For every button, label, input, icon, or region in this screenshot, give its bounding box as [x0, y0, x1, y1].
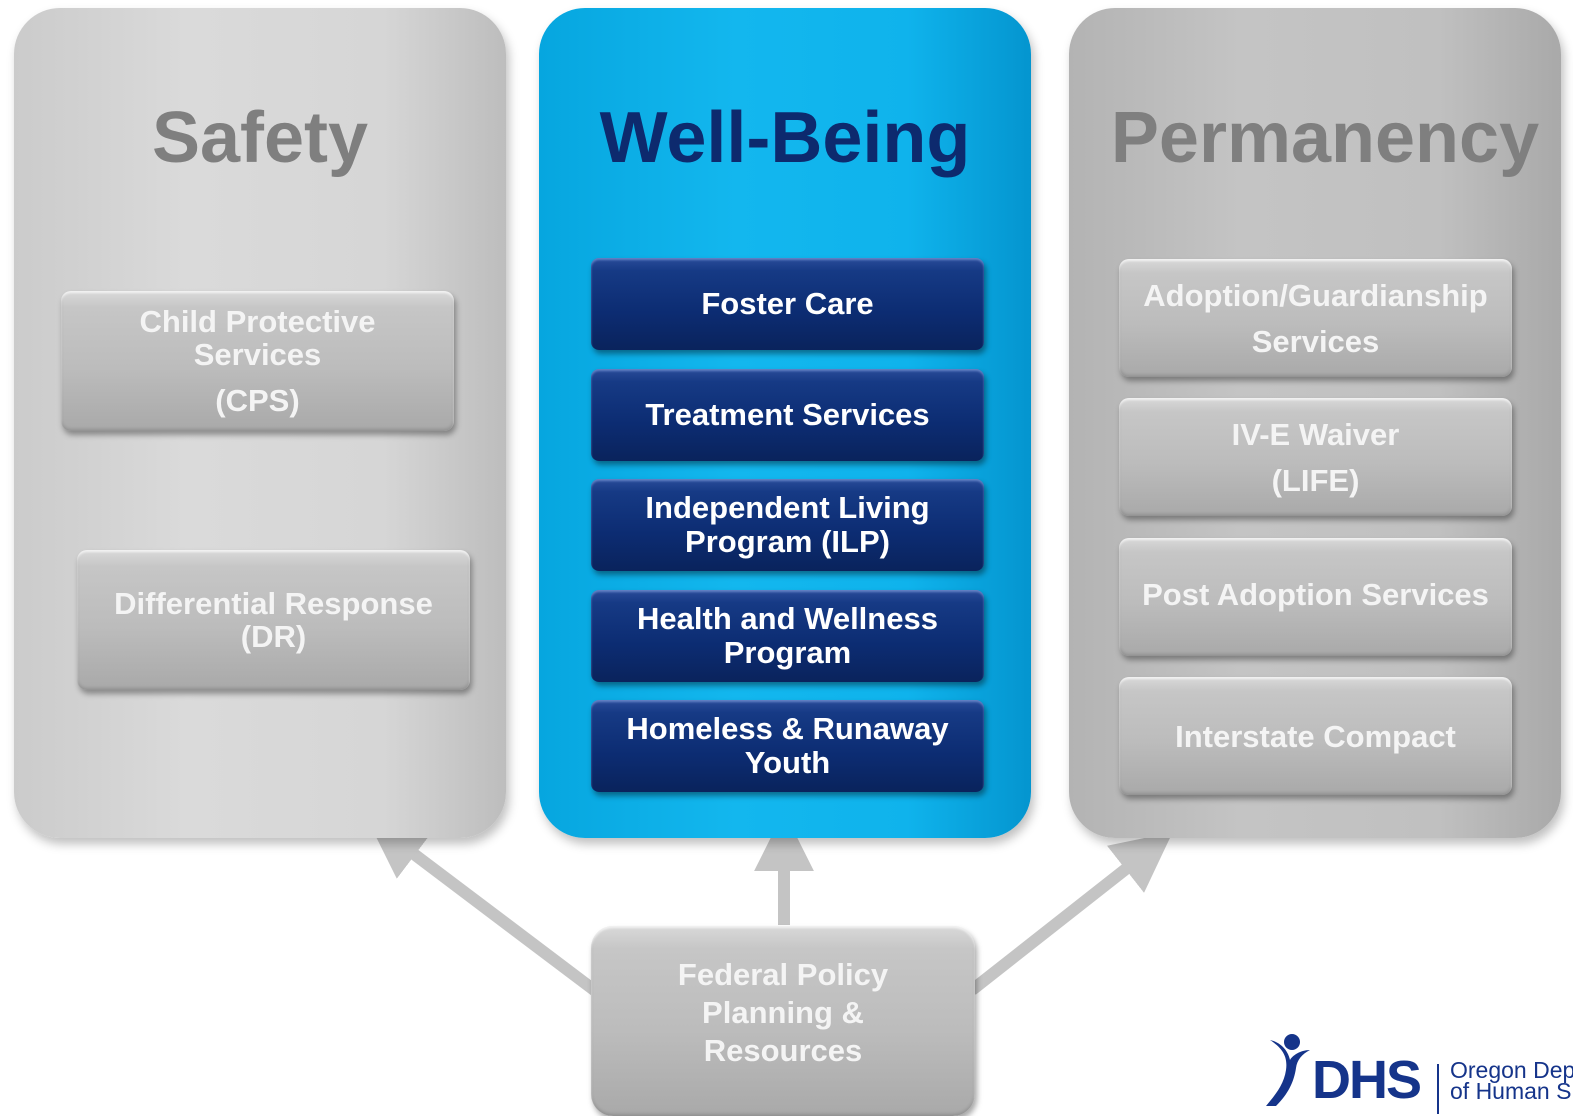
- interstate-compact-box[interactable]: Interstate Compact: [1119, 677, 1512, 795]
- box-line: Independent Living: [645, 490, 930, 525]
- box-line: Foster Care: [701, 286, 874, 321]
- box-line: IV-E Waiver: [1231, 416, 1400, 452]
- box-line: Youth: [744, 745, 831, 780]
- wellbeing-title: Well-Being: [599, 98, 971, 178]
- permanency-title: Permanency: [1110, 98, 1540, 178]
- adoption-guardianship-services-box[interactable]: Adoption/Guardianship Services: [1119, 259, 1512, 377]
- ive-waiver-life-box[interactable]: IV-E Waiver (LIFE): [1119, 398, 1512, 516]
- box-line: Differential Response: [114, 586, 433, 621]
- differential-response-box[interactable]: Differential Response (DR): [77, 550, 470, 690]
- logo-org-line-2: of Human S: [1450, 1078, 1572, 1104]
- safety-column: Safety Child Protective Services (CPS) D…: [14, 8, 506, 838]
- wellbeing-column: Well-Being Foster Care Treatment Service…: [539, 8, 1031, 838]
- logo-divider: [1437, 1064, 1439, 1114]
- homeless-runaway-youth-box[interactable]: Homeless & Runaway Youth: [591, 700, 984, 792]
- federal-policy-planning-resources-box[interactable]: Federal Policy Planning & Resources: [591, 926, 975, 1116]
- foster-care-box[interactable]: Foster Care: [591, 258, 984, 350]
- box-line: (DR): [240, 619, 307, 654]
- box-line: Homeless & Runaway: [626, 711, 949, 746]
- box-line: (LIFE): [1271, 462, 1360, 498]
- dhs-logo: DHS Oregon Dep of Human S: [1262, 1030, 1573, 1114]
- box-line: Treatment Services: [645, 397, 930, 432]
- child-protective-services-box[interactable]: Child Protective Services (CPS): [61, 291, 454, 431]
- box-line: Planning &: [702, 995, 864, 1030]
- independent-living-program-box[interactable]: Independent Living Program (ILP): [591, 479, 984, 571]
- logo-org-line-1: Oregon Dep: [1450, 1057, 1573, 1083]
- box-line: Program: [723, 635, 852, 670]
- post-adoption-services-box[interactable]: Post Adoption Services: [1119, 538, 1512, 656]
- box-line: Services: [193, 337, 322, 372]
- box-line: (CPS): [215, 383, 300, 418]
- box-line: Services: [1251, 323, 1380, 359]
- box-line: Child Protective: [139, 304, 376, 339]
- box-line: Federal Policy: [677, 957, 889, 992]
- box-line: Health and Wellness: [637, 601, 938, 636]
- box-line: Program (ILP): [685, 524, 890, 559]
- treatment-services-box[interactable]: Treatment Services: [591, 369, 984, 461]
- arrow-to-permanency: [968, 832, 1173, 995]
- box-line: Post Adoption Services: [1142, 576, 1489, 612]
- safety-title: Safety: [151, 98, 369, 178]
- arrow-to-safety: [367, 818, 606, 1001]
- permanency-column: Permanency Adoption/Guardianship Service…: [1069, 8, 1561, 838]
- logo-text: DHS: [1312, 1050, 1422, 1110]
- person-figure-icon: [1266, 1034, 1310, 1106]
- box-line: Adoption/Guardianship: [1143, 277, 1488, 313]
- health-and-wellness-program-box[interactable]: Health and Wellness Program: [591, 590, 984, 682]
- box-line: Interstate Compact: [1175, 718, 1456, 754]
- box-line: Resources: [703, 1033, 863, 1068]
